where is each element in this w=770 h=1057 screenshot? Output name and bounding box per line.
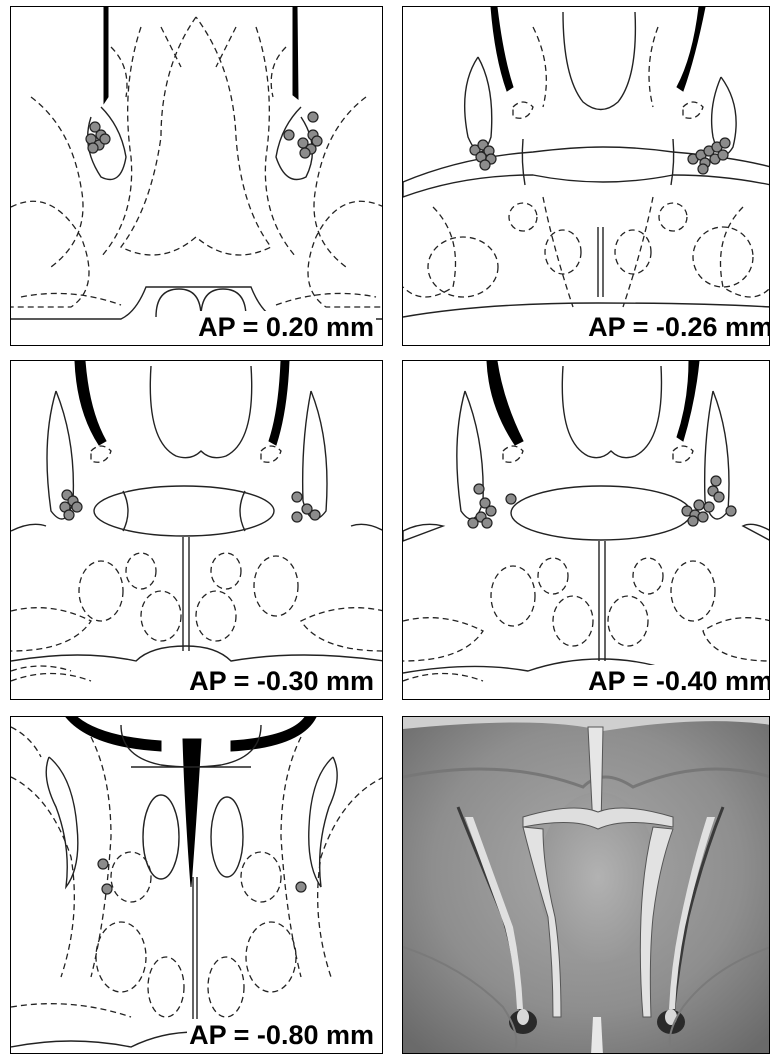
third-ventricle (183, 739, 201, 887)
ventricle-left (487, 361, 523, 445)
section-panel-ap-minus-0.26: AP = -0.26 mm (402, 6, 770, 346)
histology-section-photo (402, 716, 770, 1054)
ap-coordinate-label: AP = -0.40 mm (586, 665, 770, 697)
ventricle-right (293, 7, 298, 99)
anterior-commissure (94, 486, 274, 536)
ventricle-left (66, 717, 161, 751)
brain-atlas-drawing (403, 7, 770, 346)
ap-coordinate-label: AP = 0.20 mm (196, 311, 376, 343)
histology-image (403, 717, 770, 1054)
ventricle-right (677, 361, 699, 441)
ventricle-left (104, 7, 108, 103)
section-panel-ap-minus-0.40: AP = -0.40 mm (402, 360, 770, 700)
section-panel-ap-0.20: AP = 0.20 mm (10, 6, 383, 346)
ventricle-left (491, 7, 513, 91)
ap-coordinate-label: AP = -0.30 mm (187, 665, 376, 697)
section-panel-ap-minus-0.30: AP = -0.30 mm (10, 360, 383, 700)
brain-atlas-drawing (11, 7, 383, 346)
placement-markers (86, 112, 322, 158)
ventricle-right (677, 7, 705, 91)
ventricle-right (269, 361, 289, 445)
brain-atlas-drawing (11, 361, 383, 700)
placement-markers (98, 859, 306, 894)
brain-atlas-drawing (403, 361, 770, 700)
section-panel-ap-minus-0.80: AP = -0.80 mm (10, 716, 383, 1054)
ap-coordinate-label: AP = -0.26 mm (586, 311, 770, 343)
anterior-commissure (511, 486, 691, 540)
ventricle-right (231, 717, 316, 751)
ventricle-left (75, 361, 106, 445)
ap-coordinate-label: AP = -0.80 mm (187, 1019, 376, 1051)
brain-atlas-drawing (11, 717, 383, 1054)
